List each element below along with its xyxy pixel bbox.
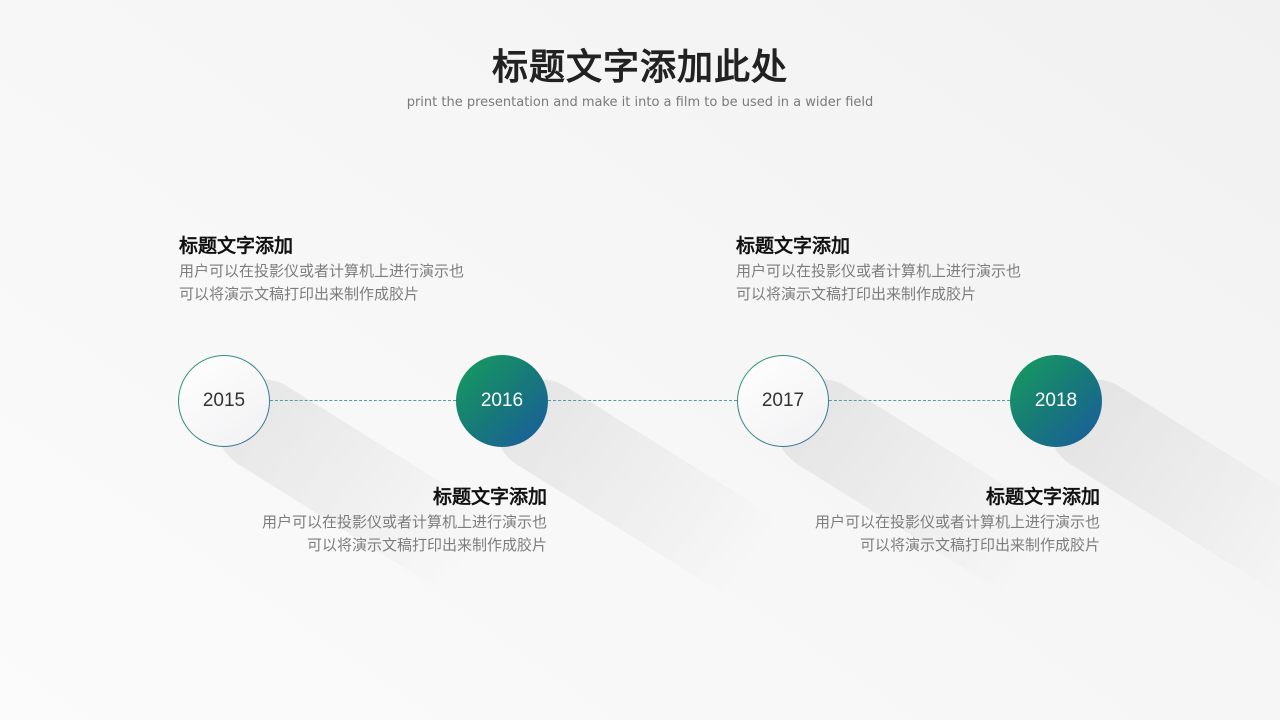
- block-description-line: 可以将演示文稿打印出来制作成胶片: [179, 285, 420, 303]
- timeline-connector: [548, 400, 737, 401]
- block-title: 标题文字添加: [179, 235, 294, 257]
- block-title: 标题文字添加: [985, 486, 1100, 508]
- milestone-year: 2015: [202, 390, 246, 411]
- milestone-2015: 2015: [178, 355, 270, 447]
- block-description-line: 可以将演示文稿打印出来制作成胶片: [306, 536, 547, 554]
- milestone-year: 2017: [761, 390, 805, 411]
- block-description-line: 用户可以在投影仪或者计算机上进行演示也: [261, 513, 547, 531]
- block-description-line: 用户可以在投影仪或者计算机上进行演示也: [736, 262, 1022, 280]
- block-description-line: 用户可以在投影仪或者计算机上进行演示也: [814, 513, 1100, 531]
- block-description-line: 用户可以在投影仪或者计算机上进行演示也: [179, 262, 465, 280]
- block-title: 标题文字添加: [736, 235, 851, 257]
- text-block-top-left: 标题文字添加 用户可以在投影仪或者计算机上进行演示也 可以将演示文稿打印出来制作…: [179, 233, 499, 306]
- block-description-line: 可以将演示文稿打印出来制作成胶片: [736, 285, 977, 303]
- milestone-year: 2018: [1034, 390, 1078, 411]
- block-description-line: 可以将演示文稿打印出来制作成胶片: [859, 536, 1100, 554]
- timeline-connector: [270, 400, 456, 401]
- page-subtitle: print the presentation and make it into …: [406, 95, 874, 110]
- milestone-2018: 2018: [1010, 355, 1102, 447]
- text-block-bottom-left: 标题文字添加 用户可以在投影仪或者计算机上进行演示也 可以将演示文稿打印出来制作…: [227, 484, 547, 557]
- block-title: 标题文字添加: [432, 486, 547, 508]
- milestone-year: 2016: [480, 390, 524, 411]
- milestone-2017: 2017: [737, 355, 829, 447]
- milestone-2016: 2016: [456, 355, 548, 447]
- page-title: 标题文字添加此处: [491, 47, 788, 88]
- text-block-bottom-right: 标题文字添加 用户可以在投影仪或者计算机上进行演示也 可以将演示文稿打印出来制作…: [780, 484, 1100, 557]
- text-block-top-right: 标题文字添加 用户可以在投影仪或者计算机上进行演示也 可以将演示文稿打印出来制作…: [736, 233, 1056, 306]
- timeline-connector: [829, 400, 1010, 401]
